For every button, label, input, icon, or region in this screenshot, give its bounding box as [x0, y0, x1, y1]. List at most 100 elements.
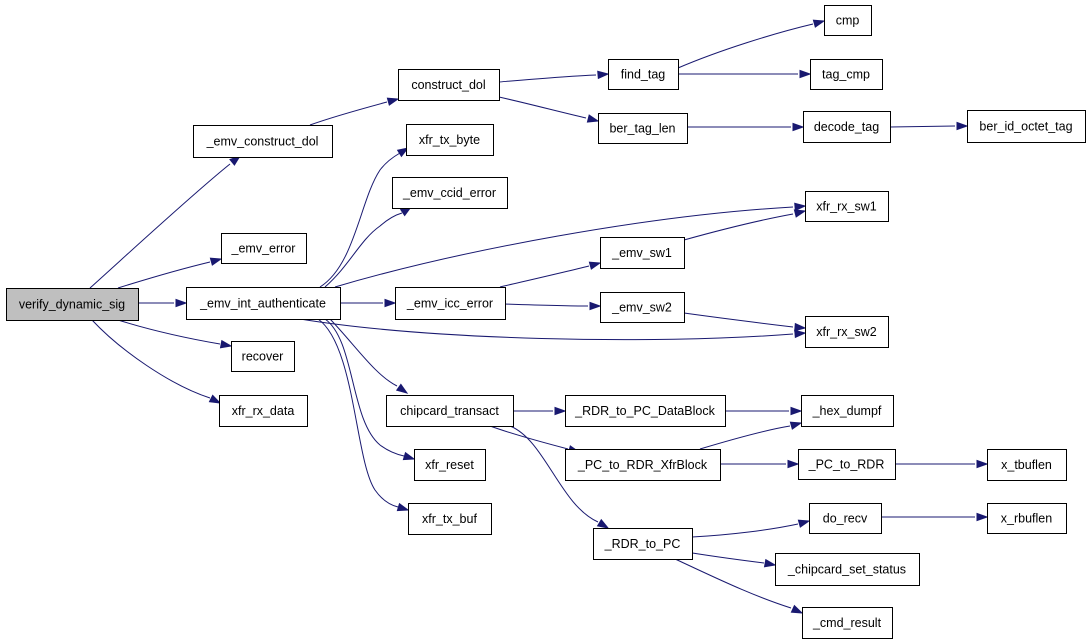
node-box[interactable] — [803, 111, 891, 143]
node-chipcard-transact[interactable]: chipcard_transact — [386, 395, 514, 427]
node-label[interactable]: _cmd_result — [812, 616, 882, 630]
node-box[interactable] — [608, 59, 679, 90]
node-box[interactable] — [408, 503, 492, 535]
node-emv-ccid-error[interactable]: _emv_ccid_error — [392, 177, 508, 209]
node-xfr-rx-sw2[interactable]: xfr_rx_sw2 — [805, 316, 889, 348]
node-box[interactable] — [219, 395, 308, 427]
node-box[interactable] — [398, 69, 500, 101]
node-xfr-tx-buf[interactable]: xfr_tx_buf — [408, 503, 492, 535]
node-box[interactable] — [598, 113, 688, 144]
node-hex-dumpf[interactable]: _hex_dumpf — [801, 395, 894, 427]
node-chipcard-set-status[interactable]: _chipcard_set_status — [775, 553, 920, 586]
node-box[interactable] — [798, 449, 896, 480]
node-box[interactable] — [395, 287, 506, 320]
node-pc-to-rdr[interactable]: _PC_to_RDR — [798, 449, 896, 480]
node-xfr-reset[interactable]: xfr_reset — [414, 449, 486, 481]
node-box[interactable] — [231, 341, 295, 372]
node-box[interactable] — [193, 125, 333, 158]
node-box[interactable] — [805, 191, 889, 222]
node-ber-id-octet-tag[interactable]: ber_id_octet_tag — [967, 110, 1086, 143]
node-label[interactable]: verify_dynamic_sig — [19, 298, 125, 312]
node-x-rbuflen[interactable]: x_rbuflen — [987, 503, 1067, 534]
node-label[interactable]: _emv_construct_dol — [206, 135, 319, 149]
node-box[interactable] — [810, 59, 883, 90]
node-box[interactable] — [805, 316, 889, 348]
node-box[interactable] — [824, 5, 872, 36]
node-box[interactable] — [6, 288, 139, 321]
node-box[interactable] — [600, 237, 685, 269]
node-label[interactable]: xfr_tx_byte — [419, 133, 480, 147]
node-box[interactable] — [565, 449, 721, 481]
node-label[interactable]: _emv_error — [231, 242, 296, 256]
node-tag-cmp[interactable]: tag_cmp — [810, 59, 883, 90]
node-label[interactable]: _chipcard_set_status — [787, 563, 906, 577]
node-label[interactable]: decode_tag — [814, 120, 879, 134]
node-box[interactable] — [987, 503, 1067, 534]
node-label[interactable]: do_recv — [823, 512, 868, 526]
node-emv-construct-dol[interactable]: _emv_construct_dol — [193, 125, 333, 158]
node-label[interactable]: ber_id_octet_tag — [979, 120, 1072, 134]
node-box[interactable] — [775, 553, 920, 586]
node-emv-sw1[interactable]: _emv_sw1 — [600, 237, 685, 269]
node-box[interactable] — [987, 449, 1067, 481]
node-label[interactable]: _PC_to_RDR_XfrBlock — [577, 458, 708, 472]
node-recover[interactable]: recover — [231, 341, 295, 372]
node-cmp[interactable]: cmp — [824, 5, 872, 36]
node-label[interactable]: _emv_sw2 — [611, 301, 672, 315]
node-label[interactable]: _emv_int_authenticate — [199, 297, 326, 311]
node-pc-to-rdr-xfrblock[interactable]: _PC_to_RDR_XfrBlock — [565, 449, 721, 481]
node-box[interactable] — [967, 110, 1086, 143]
node-label[interactable]: xfr_rx_sw2 — [816, 325, 876, 339]
node-decode-tag[interactable]: decode_tag — [803, 111, 891, 143]
node-label[interactable]: _emv_sw1 — [611, 246, 672, 260]
node-label[interactable]: tag_cmp — [822, 68, 870, 82]
node-box[interactable] — [801, 395, 894, 427]
node-box[interactable] — [565, 395, 726, 427]
node-box[interactable] — [406, 124, 494, 156]
node-ber-tag-len[interactable]: ber_tag_len — [598, 113, 688, 144]
node-construct-dol[interactable]: construct_dol — [398, 69, 500, 101]
node-label[interactable]: find_tag — [621, 68, 666, 82]
node-label[interactable]: x_rbuflen — [1001, 512, 1052, 526]
node-label[interactable]: xfr_rx_sw1 — [816, 200, 876, 214]
node-label[interactable]: xfr_tx_buf — [422, 512, 477, 526]
node-label[interactable]: _RDR_to_PC_DataBlock — [574, 404, 715, 418]
node-label[interactable]: _emv_ccid_error — [402, 186, 496, 200]
node-box[interactable] — [593, 528, 693, 560]
node-box[interactable] — [600, 292, 685, 323]
node-label[interactable]: chipcard_transact — [400, 404, 499, 418]
node-cmd-result[interactable]: _cmd_result — [802, 607, 893, 639]
node-box[interactable] — [221, 233, 307, 264]
node-label[interactable]: recover — [242, 350, 284, 364]
node-rdr-to-pc[interactable]: _RDR_to_PC — [593, 528, 693, 560]
node-x-tbuflen[interactable]: x_tbuflen — [987, 449, 1067, 481]
node-label[interactable]: ber_tag_len — [609, 122, 675, 136]
node-label[interactable]: _hex_dumpf — [812, 404, 882, 418]
edge-emv-int-authenticate-to-emv-icc-error — [340, 298, 397, 308]
node-do-recv[interactable]: do_recv — [809, 503, 882, 534]
node-label[interactable]: construct_dol — [411, 78, 485, 92]
node-box[interactable] — [386, 395, 514, 427]
node-label[interactable]: _PC_to_RDR — [808, 458, 885, 472]
node-emv-sw2[interactable]: _emv_sw2 — [600, 292, 685, 323]
node-label[interactable]: x_tbuflen — [1001, 458, 1052, 472]
node-emv-int-authenticate[interactable]: _emv_int_authenticate — [186, 287, 341, 320]
node-xfr-rx-sw1[interactable]: xfr_rx_sw1 — [805, 191, 889, 222]
node-box[interactable] — [802, 607, 893, 639]
node-find-tag[interactable]: find_tag — [608, 59, 679, 90]
node-rdr-to-pc-datablock[interactable]: _RDR_to_PC_DataBlock — [565, 395, 726, 427]
node-verify-dynamic-sig[interactable]: verify_dynamic_sig — [6, 288, 139, 321]
node-emv-icc-error[interactable]: _emv_icc_error — [395, 287, 506, 320]
node-xfr-rx-data[interactable]: xfr_rx_data — [219, 395, 308, 427]
node-label[interactable]: cmp — [836, 14, 860, 28]
node-box[interactable] — [809, 503, 882, 534]
node-emv-error[interactable]: _emv_error — [221, 233, 307, 264]
node-label[interactable]: xfr_reset — [425, 458, 474, 472]
node-label[interactable]: _RDR_to_PC — [604, 537, 681, 551]
node-xfr-tx-byte[interactable]: xfr_tx_byte — [406, 124, 494, 156]
node-box[interactable] — [186, 287, 341, 320]
node-label[interactable]: _emv_icc_error — [406, 297, 493, 311]
node-label[interactable]: xfr_rx_data — [232, 404, 295, 418]
node-box[interactable] — [414, 449, 486, 481]
node-box[interactable] — [392, 177, 508, 209]
